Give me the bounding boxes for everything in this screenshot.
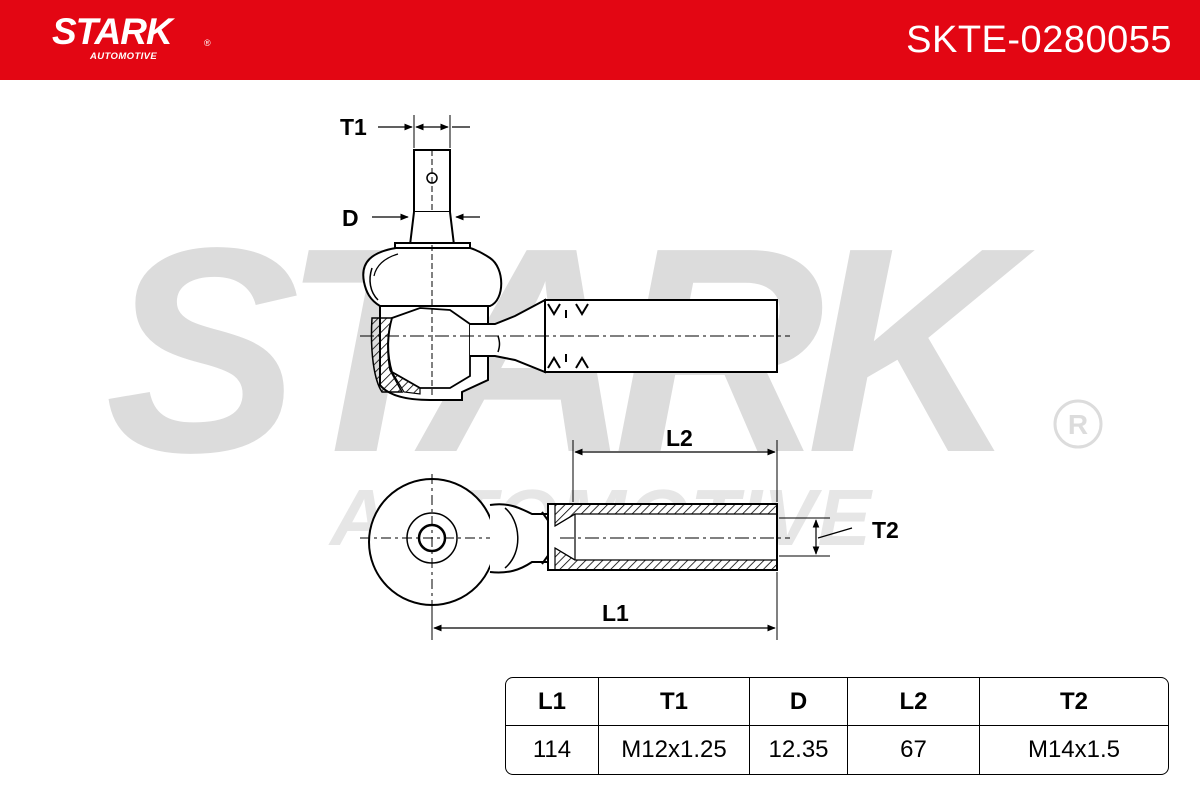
header-bar: STARK ® AUTOMOTIVE SKTE-0280055 [0,0,1200,80]
spec-value-d: 12.35 [750,726,848,774]
svg-text:R: R [1068,409,1088,440]
spec-header-d: D [750,678,848,726]
part-number: SKTE-0280055 [906,19,1172,61]
stud-taper [408,211,456,246]
dimension-label-l1: L1 [602,600,629,626]
top-view [360,440,853,640]
spec-header-l1: L1 [506,678,599,726]
stark-logo: STARK ® AUTOMOTIVE [52,12,212,68]
spec-table: L1 T1 D L2 T2 114 M12x1.25 12.35 67 M14x… [505,677,1169,775]
watermark-registered-icon: R [1053,399,1103,449]
spec-header-t1: T1 [599,678,750,726]
logo-text: STARK [52,11,173,52]
spec-value-t1: M12x1.25 [599,726,750,774]
logo-subtitle: AUTOMOTIVE [90,51,158,62]
spec-value-l1: 114 [506,726,599,774]
spec-header-l2: L2 [848,678,980,726]
spec-header-t2: T2 [980,678,1168,726]
dimension-label-t2: T2 [872,517,899,543]
logo-registered-mark: ® [204,38,211,48]
side-view [360,115,790,401]
dimension-label-l2: L2 [666,425,693,451]
spec-value-t2: M14x1.5 [1027,736,1121,763]
spec-value-l2: 67 [848,726,980,774]
dimension-label-d: D [342,205,359,231]
ball-joint [387,307,471,389]
dimension-label-t1: T1 [340,114,367,140]
